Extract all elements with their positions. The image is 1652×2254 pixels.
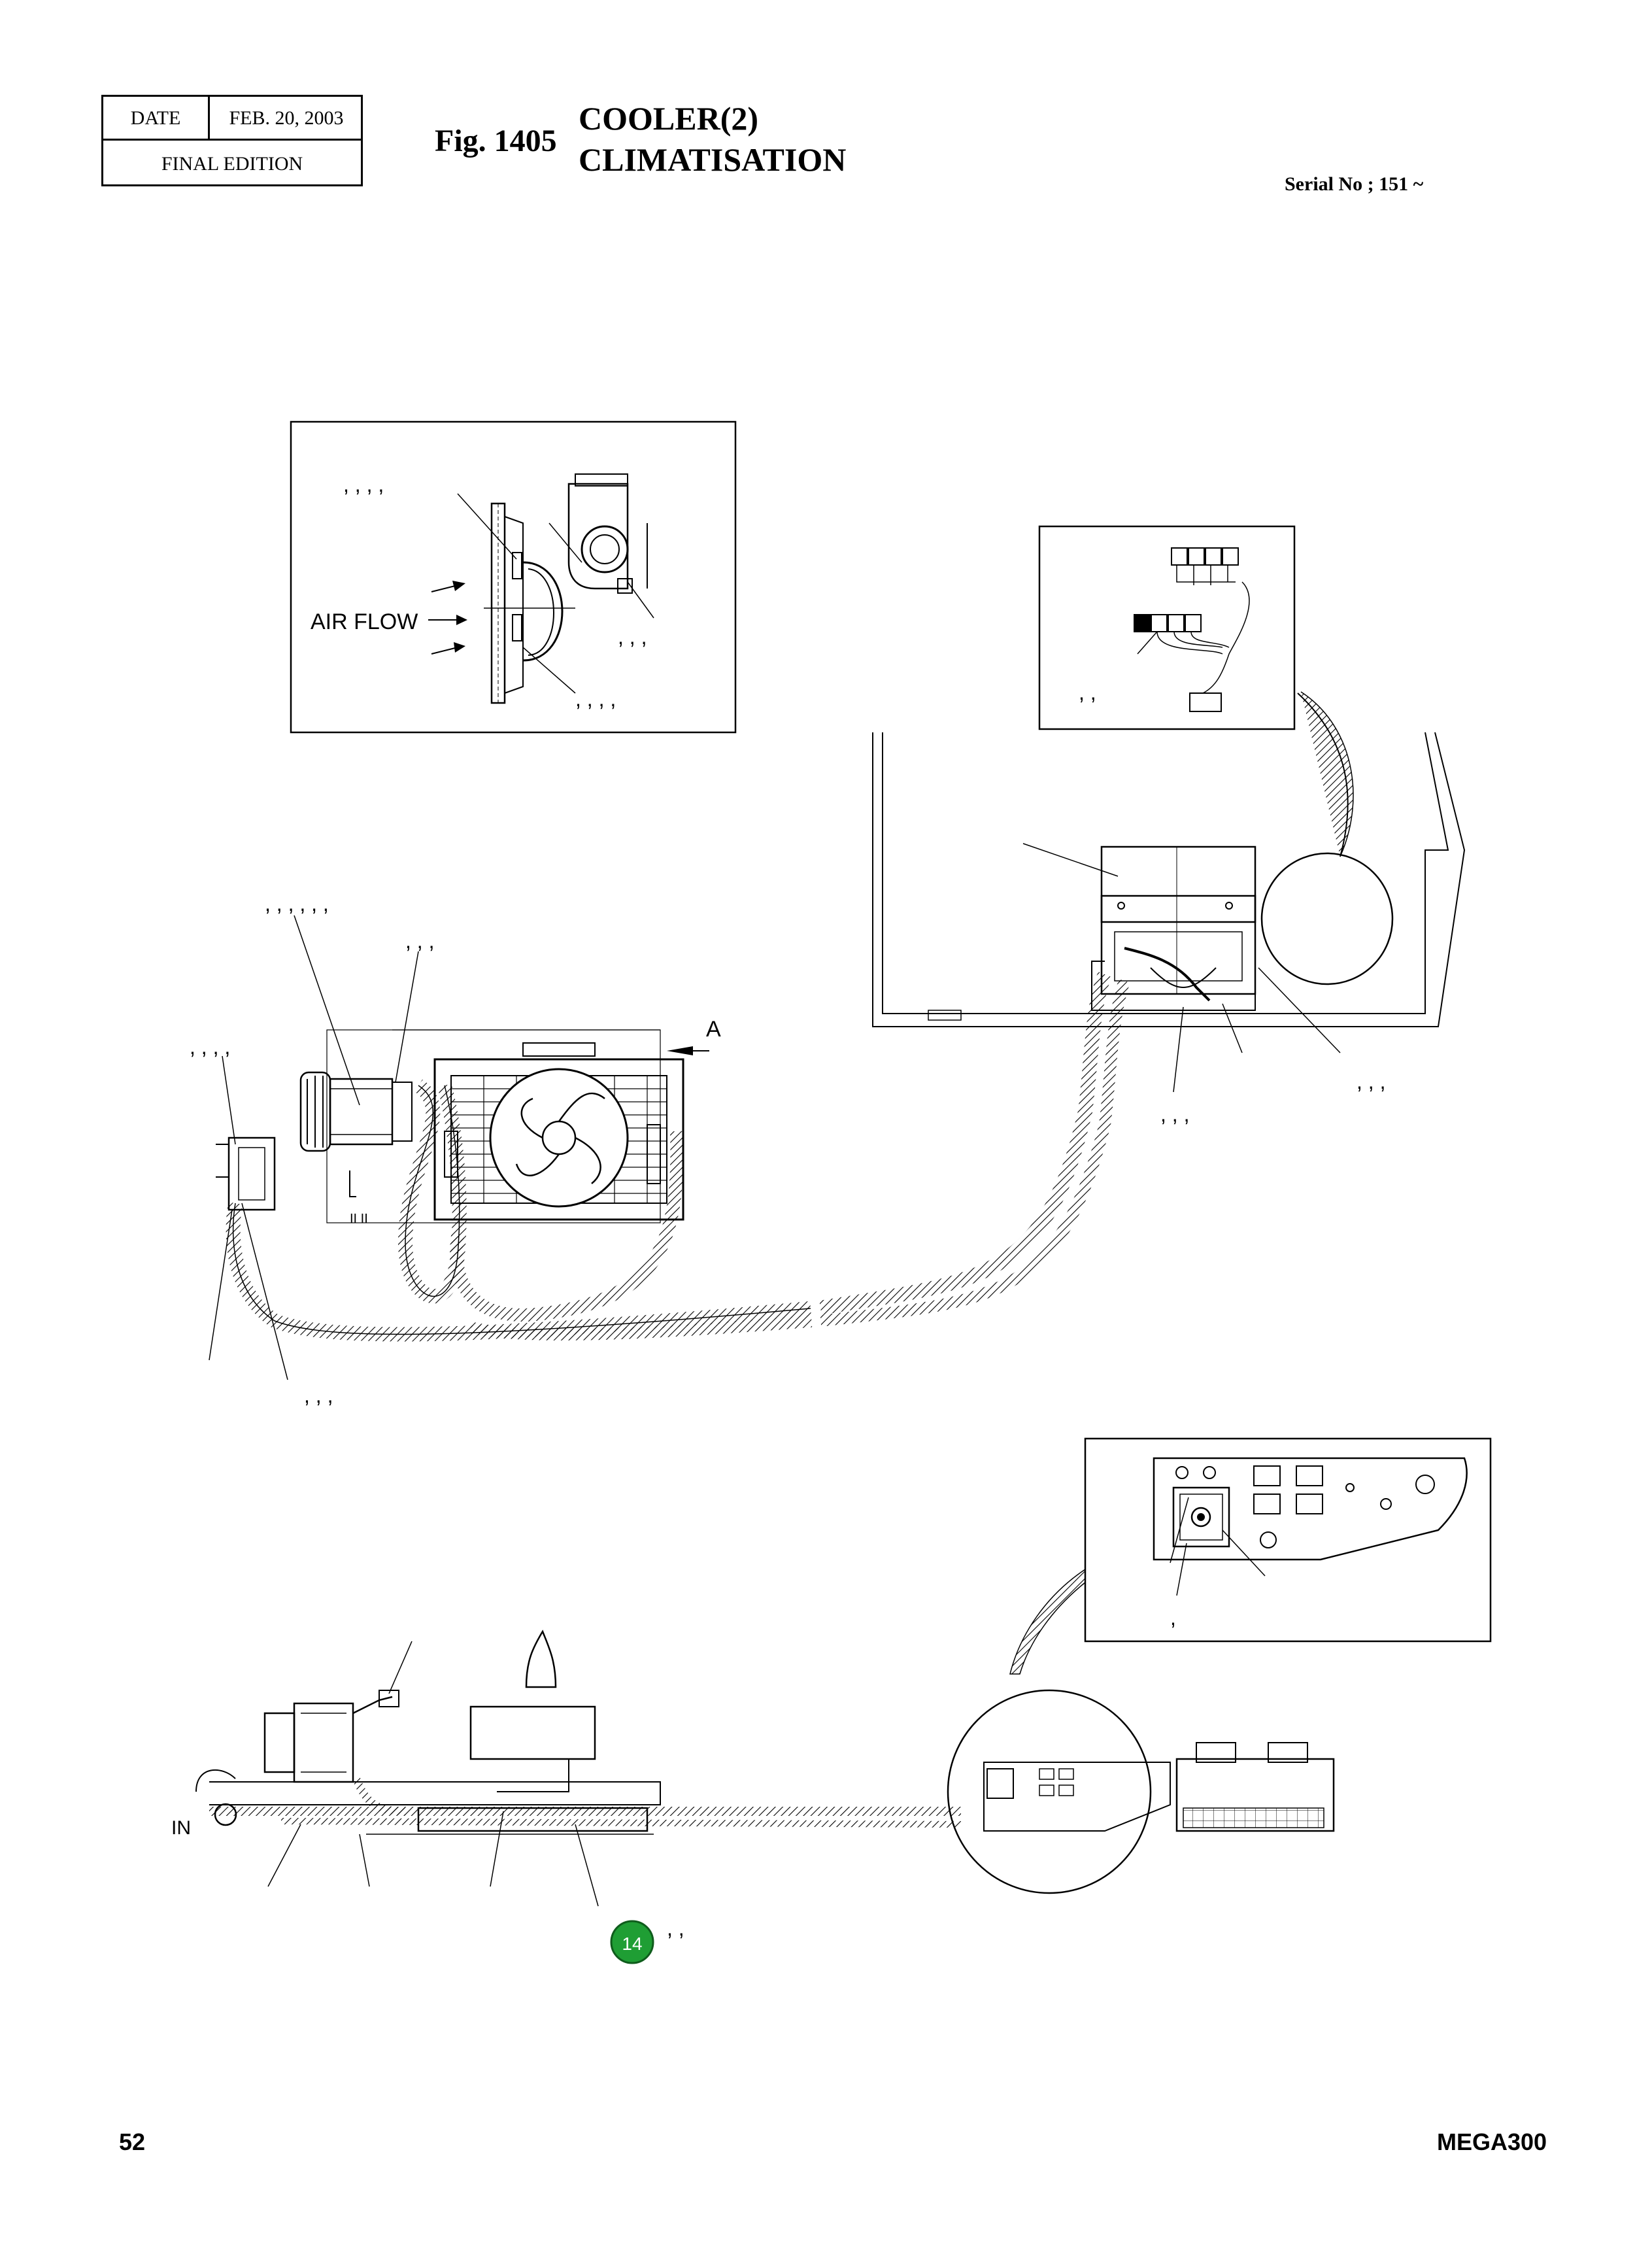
callout-relay: , , bbox=[1079, 681, 1096, 704]
model-name: MEGA300 bbox=[1437, 2128, 1547, 2155]
callout-badge-suffix: , , bbox=[667, 1917, 684, 1940]
detail-frame-relay bbox=[1038, 525, 1296, 730]
callout-cab-b: , , , bbox=[1160, 1102, 1189, 1126]
ac-control-unit bbox=[1172, 1486, 1230, 1548]
edition-label: FINAL EDITION bbox=[161, 153, 303, 175]
callout-hose-bottom: , , , bbox=[304, 1384, 333, 1407]
compressor-top-view bbox=[263, 1712, 295, 1773]
callout-compressor-a: , , , , , , bbox=[265, 892, 329, 915]
in-label: IN bbox=[171, 1817, 191, 1839]
steering-column bbox=[525, 1630, 557, 1688]
cab-assembly: , , , , , , bbox=[872, 691, 1466, 1126]
serial-number: Serial No ; 151 ~ bbox=[1285, 173, 1424, 195]
console-plate bbox=[1153, 1457, 1468, 1561]
title-french: CLIMATISATION bbox=[579, 141, 847, 178]
console-zoom-circle bbox=[947, 1689, 1152, 1894]
detail-frame-condenser bbox=[290, 420, 737, 734]
evaporator-top-view bbox=[1175, 1758, 1335, 1832]
callout-panel: , bbox=[1170, 1606, 1176, 1630]
date-value: FEB. 20, 2003 bbox=[229, 107, 344, 129]
relay-row-bottom bbox=[1134, 614, 1230, 655]
reference-badge bbox=[610, 1920, 654, 1964]
hose-suction-line bbox=[469, 1315, 818, 1340]
title-english: COOLER(2) bbox=[579, 100, 758, 137]
hose-to-cab bbox=[819, 971, 1112, 1315]
condenser-fan bbox=[489, 1068, 629, 1208]
detail-frame-panel bbox=[1084, 1437, 1492, 1643]
fan-duct bbox=[567, 483, 629, 590]
callout-cab-a: , , , bbox=[1357, 1070, 1385, 1093]
callout-condenser-a: , , , , bbox=[343, 473, 384, 496]
date-row bbox=[103, 97, 361, 141]
zoom-circle bbox=[1260, 852, 1394, 985]
compressor-condenser-view: II II A bbox=[190, 892, 1130, 1407]
receiver-drier bbox=[228, 1136, 276, 1211]
date-label: DATE bbox=[130, 107, 181, 129]
air-flow-arrows bbox=[428, 581, 467, 655]
badge-number: 14 bbox=[622, 1934, 642, 1954]
edition-box: DATE FEB. 20, 2003 FINAL EDITION bbox=[101, 95, 363, 186]
control-panel-detail: , bbox=[1009, 1437, 1492, 1675]
evaporator-housing bbox=[1100, 845, 1256, 923]
view-a-label: A bbox=[706, 1017, 721, 1042]
callout-compressor-b: , , , bbox=[405, 929, 434, 953]
page-number: 52 bbox=[119, 2128, 146, 2155]
condenser-detail: AIR FLOW , , , , , , , , , , , bbox=[290, 420, 737, 734]
relay-detail: , , bbox=[1038, 525, 1296, 730]
date-divider bbox=[208, 97, 210, 141]
figure-number: Fig. 1405 bbox=[435, 124, 557, 158]
svg-text:II II: II II bbox=[350, 1212, 368, 1226]
callout-condenser-b: , , , bbox=[618, 625, 647, 649]
callout-receiver: , , , , bbox=[190, 1035, 230, 1059]
callout-condenser-c: , , , , bbox=[575, 687, 616, 711]
top-view-assembly: IN 14 , , bbox=[171, 1630, 1335, 1964]
air-flow-label: AIR FLOW bbox=[311, 609, 418, 634]
relay-row-top bbox=[1171, 547, 1239, 585]
connector-block bbox=[1189, 692, 1222, 712]
